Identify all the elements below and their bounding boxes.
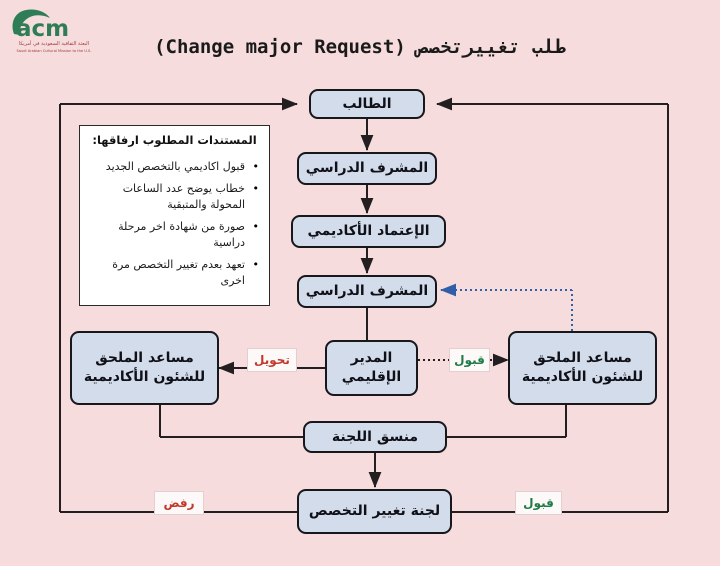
node-committee-coordinator[interactable]: منسق اللجنة bbox=[303, 421, 447, 453]
node-academic-supervisor-first[interactable]: المشرف الدراسي bbox=[297, 152, 437, 185]
edge-label-reject: رفض bbox=[154, 491, 204, 515]
sacm-logo: acm البعثة الثقافية السعودية في أمريكا S… bbox=[6, 4, 102, 60]
node-assistant-attache-academic-affairs-left[interactable]: مساعد الملحق للشئون الأكاديمية bbox=[70, 331, 219, 405]
node-major-change-committee[interactable]: لجنة تغيير التخصص bbox=[297, 489, 452, 534]
node-assistant-attache-academic-affairs-right[interactable]: مساعد الملحق للشئون الأكاديمية bbox=[508, 331, 657, 405]
list-item: صورة من شهادة اخر مرحلة دراسية bbox=[88, 219, 261, 251]
list-item: قبول اكاديمي بالتخصص الجديد bbox=[88, 159, 261, 175]
edge-label-accept-bottom: قبول bbox=[515, 491, 562, 515]
page-title: طلب تغييرتخصص (Change major Request) bbox=[154, 36, 566, 58]
node-academic-accreditation[interactable]: الإعتماد الأكاديمي bbox=[291, 215, 446, 248]
required-documents-panel: المستندات المطلوب ارفاقها: قبول اكاديمي … bbox=[79, 125, 270, 306]
list-item: تعهد بعدم تغيير التخصص مرة اخرى bbox=[88, 257, 261, 289]
svg-text:Saudi Arabian Cultural Mission: Saudi Arabian Cultural Mission to the U.… bbox=[17, 49, 92, 53]
svg-text:البعثة الثقافية السعودية في أم: البعثة الثقافية السعودية في أمريكا bbox=[19, 40, 89, 47]
svg-text:acm: acm bbox=[16, 16, 69, 42]
required-documents-heading: المستندات المطلوب ارفاقها: bbox=[92, 133, 257, 147]
node-student[interactable]: الطالب bbox=[309, 89, 425, 119]
edge-label-transfer: تحويل bbox=[247, 348, 297, 372]
required-documents-list: قبول اكاديمي بالتخصص الجديد خطاب يوضح عد… bbox=[88, 159, 261, 289]
node-regional-director[interactable]: المدير الإقليمي bbox=[325, 340, 418, 396]
list-item: خطاب يوضح عدد الساعات المحولة والمتبقية bbox=[88, 181, 261, 213]
edge-label-accept-middle: قبول bbox=[449, 348, 490, 372]
node-academic-supervisor-second[interactable]: المشرف الدراسي bbox=[297, 275, 437, 308]
